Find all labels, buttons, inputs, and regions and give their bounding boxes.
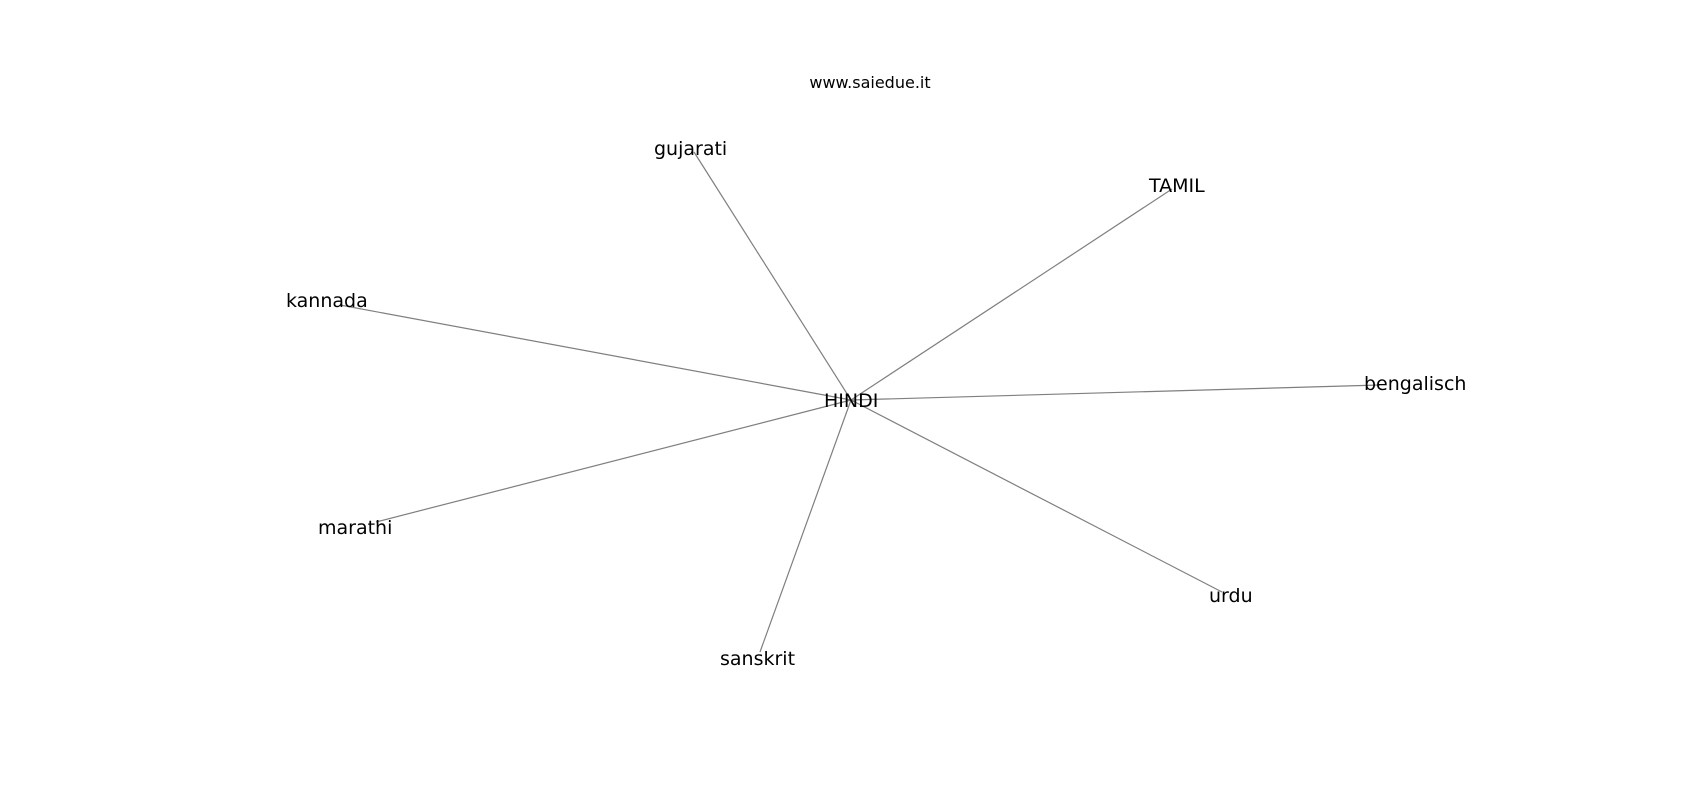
node-label-bengalisch: bengalisch	[1364, 373, 1466, 395]
node-label-gujarati: gujarati	[654, 138, 727, 160]
edge-hindi-sanskrit	[759, 399, 852, 653]
center-node-label: HINDI	[824, 390, 878, 412]
node-label-tamil: TAMIL	[1148, 175, 1205, 197]
edge-hindi-bengalisch	[850, 384, 1381, 401]
node-label-marathi: marathi	[318, 517, 392, 539]
header-text: www.saiedue.it	[809, 73, 930, 92]
edge-hindi-marathi	[375, 399, 852, 523]
edge-hindi-kannada	[339, 304, 852, 401]
edge-hindi-urdu	[850, 399, 1223, 593]
edge-hindi-gujarati	[693, 151, 852, 401]
node-label-urdu: urdu	[1209, 585, 1253, 607]
edges-layer	[339, 151, 1381, 653]
edge-hindi-tamil	[850, 188, 1173, 401]
node-label-kannada: kannada	[286, 290, 368, 312]
node-label-sanskrit: sanskrit	[720, 648, 795, 670]
